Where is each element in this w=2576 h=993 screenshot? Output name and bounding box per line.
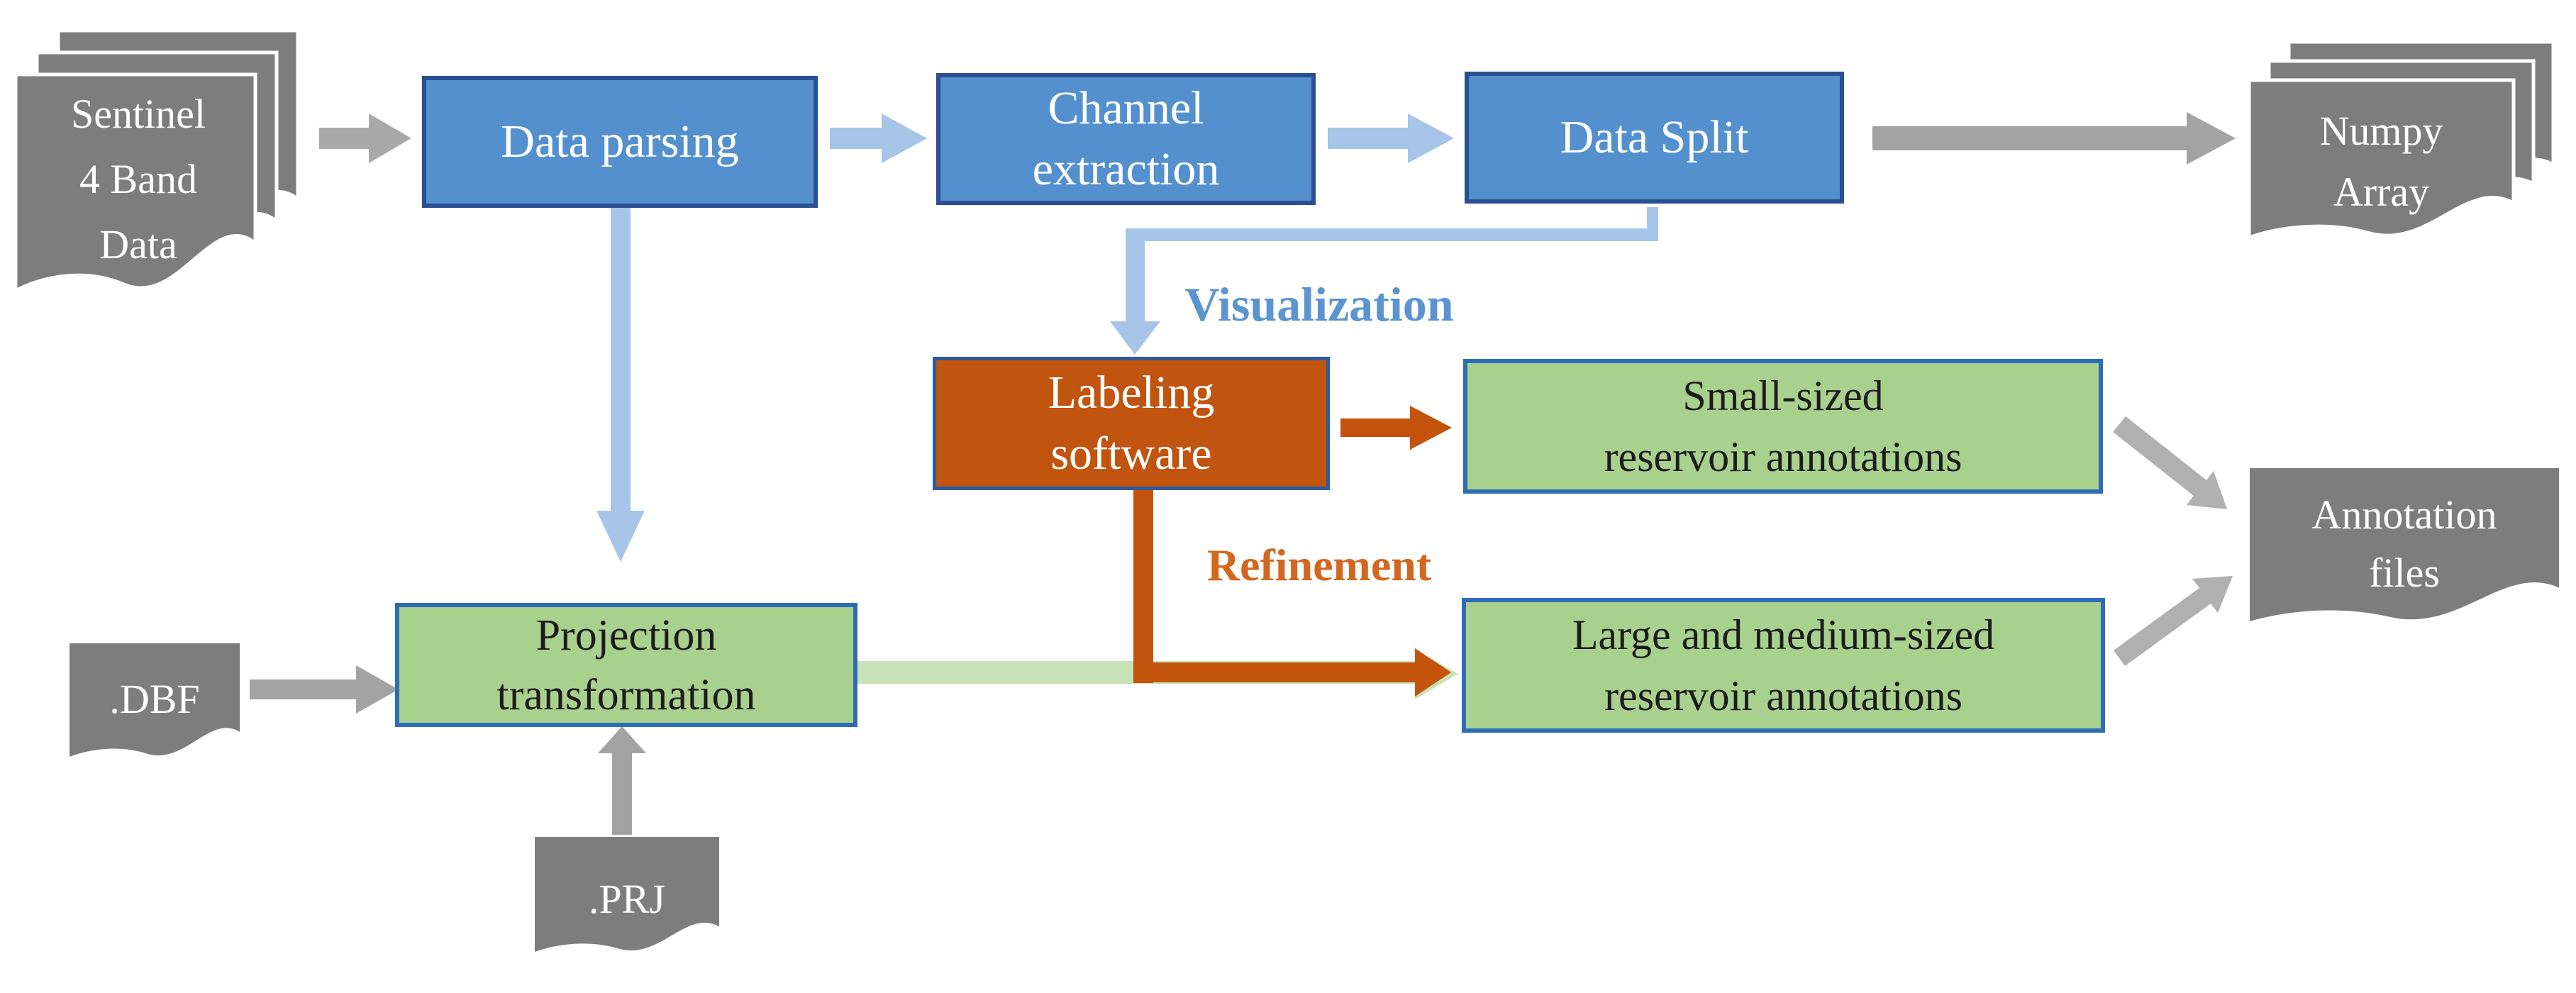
arrow-large-annotations-to-annotation-files	[2114, 576, 2233, 666]
visualization-elbow-stub	[1647, 207, 1658, 230]
arrow-dbf-to-projection	[250, 665, 399, 714]
node-data-parsing: Data parsing	[422, 76, 818, 208]
arrow-visualization-down-to-labeling	[1110, 228, 1160, 355]
dbf-document-icon	[70, 643, 240, 757]
numpy-document-stack-icon	[2249, 42, 2553, 238]
edge-label-visualization: Visualization	[1184, 277, 1454, 331]
arrow-channel-extraction-to-data-split	[1328, 113, 1454, 163]
annotation-files-document-label: Annotation files	[2311, 492, 2497, 596]
sentinel-document-stack-icon	[16, 30, 298, 291]
node-channel-extraction: Channel extraction	[936, 73, 1316, 205]
node-small-annotations: Small-sized reservoir annotations	[1463, 359, 2103, 494]
sentinel-document-label: Sentinel 4 Band Data	[70, 91, 206, 267]
arrow-refinement-to-large-annotations	[1415, 648, 1451, 697]
annotation-files-document-icon	[2250, 468, 2559, 621]
arrow-small-annotations-to-annotation-files	[2113, 416, 2227, 509]
node-labeling-software: Labeling software	[933, 357, 1330, 490]
node-data-split: Data Split	[1465, 72, 1844, 204]
refinement-elbow-vertical	[1133, 489, 1153, 683]
edge-label-refinement: Refinement	[1206, 540, 1432, 590]
refinement-elbow-horizontal	[1133, 662, 1415, 682]
dbf-document-label: .DBF	[109, 676, 200, 722]
arrow-data-parsing-to-channel-extraction	[830, 113, 927, 163]
arrow-prj-to-projection	[598, 726, 646, 835]
prj-document-icon	[535, 837, 719, 952]
arrow-labeling-to-small-annotations	[1340, 406, 1452, 450]
arrow-data-parsing-to-projection	[596, 206, 645, 562]
prj-document-label: .PRJ	[588, 876, 665, 922]
node-large-annotations: Large and medium-sized reservoir annotat…	[1462, 598, 2105, 733]
visualization-elbow-horizontal	[1130, 228, 1658, 241]
node-projection-transformation: Projection transformation	[395, 603, 857, 727]
arrow-data-split-to-numpy-array	[1872, 112, 2236, 165]
numpy-document-label: Numpy Array	[2319, 108, 2443, 215]
arrow-sentinel-to-data-parsing	[319, 113, 411, 163]
